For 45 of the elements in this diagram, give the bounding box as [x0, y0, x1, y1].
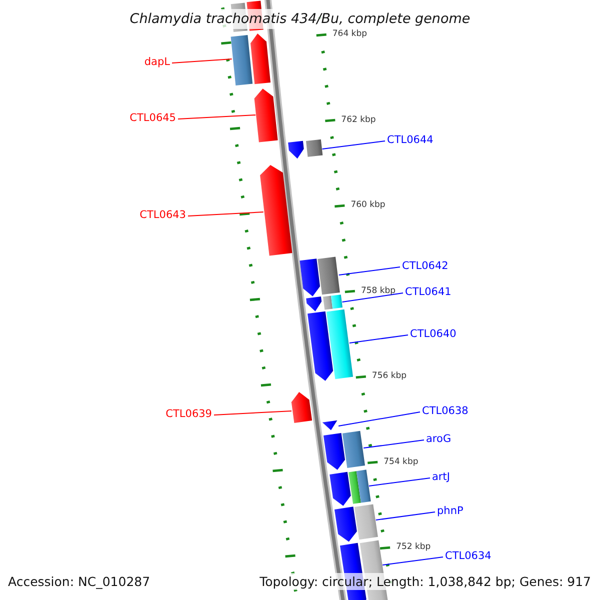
- scale-label: 758 kbp: [360, 286, 396, 296]
- genome-stats-text: Topology: circular; Length: 1,038,842 bp; Genes: 917: [260, 573, 591, 590]
- gene-label: CTL0641: [405, 286, 452, 299]
- leader-line: [363, 440, 424, 448]
- gene-feature: [306, 294, 342, 312]
- gene-label: artJ: [432, 471, 450, 484]
- leader-line: [338, 266, 400, 276]
- leader-line: [338, 412, 420, 426]
- leader-line: [382, 556, 444, 566]
- gene-feature: [290, 390, 312, 423]
- gene-label: CTL0642: [402, 260, 448, 273]
- scale-label: 756 kbp: [372, 371, 407, 381]
- gene-feature: [334, 504, 378, 544]
- gene-label: CTL0645: [130, 112, 176, 125]
- gene-label: CTL0643: [140, 209, 186, 222]
- gene-label: aroG: [426, 433, 452, 446]
- gene-feature: [324, 430, 366, 472]
- gene-label: dapL: [144, 56, 170, 69]
- leader-line: [178, 114, 256, 120]
- gene-label: phnP: [437, 505, 464, 518]
- gene-feature: [254, 88, 278, 142]
- leader-line: [322, 140, 386, 150]
- leader-line: [172, 58, 232, 64]
- gene-feature: [329, 469, 371, 508]
- gene-label: CTL0634: [445, 550, 492, 563]
- leader-line: [342, 292, 404, 302]
- leader-line: [375, 512, 436, 520]
- leader-line: [348, 334, 408, 344]
- scale-label: 762 kbp: [341, 114, 376, 124]
- gene-label: CTL0644: [387, 134, 434, 147]
- leader-line: [188, 212, 264, 216]
- accession-text: Accession: NC_010287: [8, 573, 150, 590]
- gene-feature: [230, 32, 270, 86]
- scale-label: 760 kbp: [350, 200, 386, 210]
- gene-feature: [288, 138, 322, 160]
- gene-feature: [308, 308, 354, 382]
- scale-label: 764 kbp: [332, 29, 368, 39]
- leader-line: [214, 410, 292, 416]
- gene-label: CTL0639: [166, 408, 212, 421]
- gene-label: CTL0640: [410, 328, 456, 341]
- gene-label: CTL0638: [422, 405, 468, 418]
- scale-label: 754 kbp: [384, 456, 418, 466]
- gene-feature: [258, 164, 292, 256]
- scale-label: 752 kbp: [396, 542, 431, 552]
- gene-feature: [300, 256, 340, 298]
